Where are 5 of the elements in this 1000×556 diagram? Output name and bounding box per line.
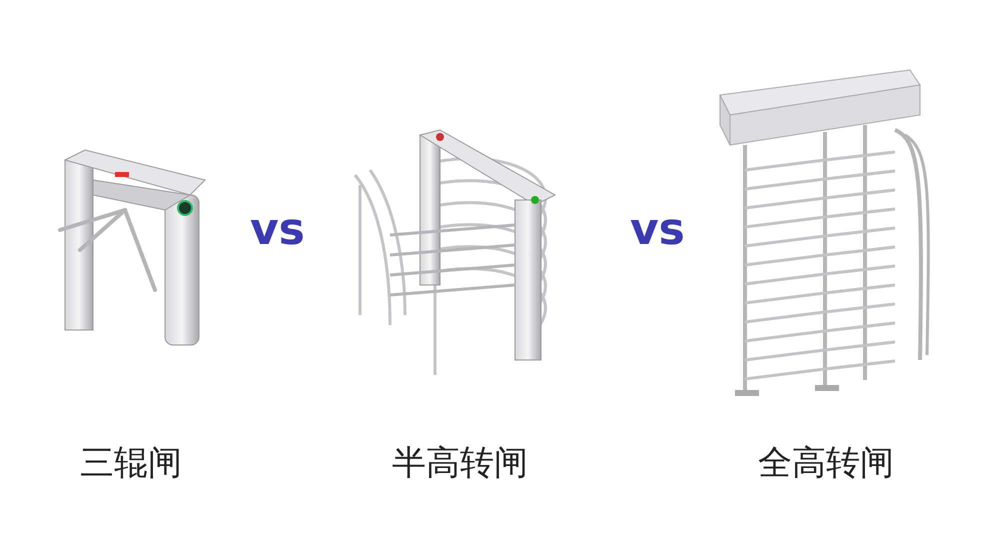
node-label: 三辊闸 [80, 442, 182, 485]
node-label: 半高转闸 [392, 442, 528, 485]
comparison-label: vs [250, 204, 305, 255]
comparison-label: vs [630, 204, 685, 255]
node-label: 全高转闸 [758, 442, 894, 485]
